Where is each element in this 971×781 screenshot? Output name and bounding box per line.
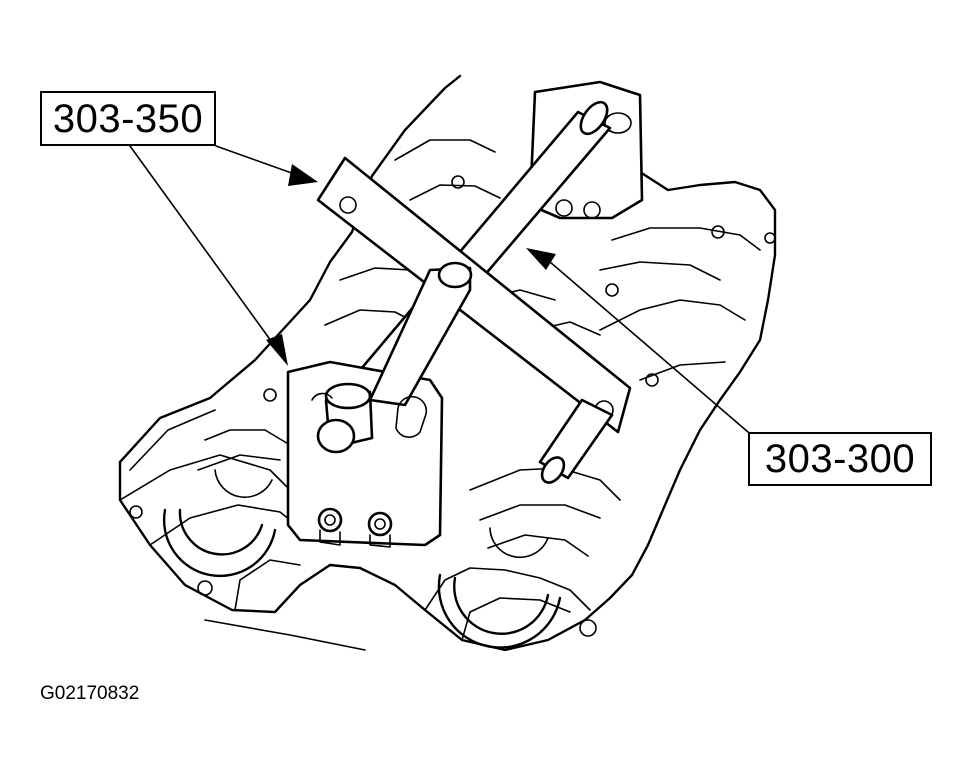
figure-id: G02170832 xyxy=(40,683,140,704)
cylinder-head xyxy=(118,74,777,652)
front-bracket-plate xyxy=(286,261,473,548)
callout-303-300-label: 303-300 xyxy=(764,437,916,481)
pin-handle xyxy=(538,398,614,484)
callout-303-350-label: 303-350 xyxy=(52,96,204,141)
callout-303-350: 303-350 xyxy=(40,91,216,146)
leader-lines xyxy=(129,145,749,433)
callout-303-300: 303-300 xyxy=(748,432,932,486)
camshaft-journals xyxy=(162,469,562,649)
